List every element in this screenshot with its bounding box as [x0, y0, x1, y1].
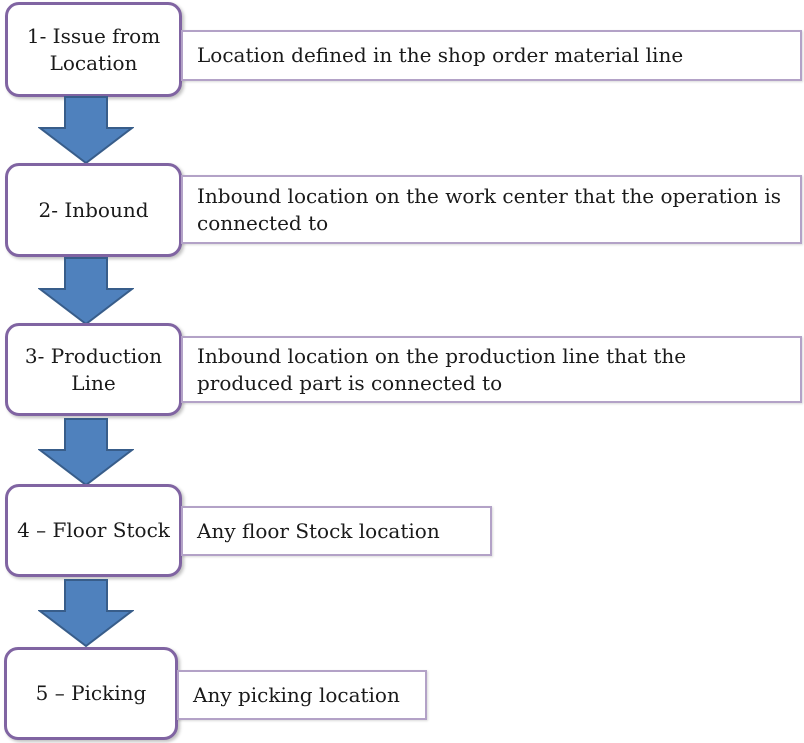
step-4-description-box: Any floor Stock location: [181, 506, 492, 556]
step-2-description-box: Inbound location on the work center that…: [181, 175, 802, 244]
step-3-description-box: Inbound location on the production line …: [181, 336, 802, 403]
step-4-description: Any floor Stock location: [197, 518, 440, 543]
step-3-label: 3- Production Line: [24, 343, 163, 395]
step-5-box: 5 – Picking: [4, 647, 178, 740]
step-4-box: 4 – Floor Stock: [5, 484, 182, 577]
step-3-description: Inbound location on the production line …: [197, 343, 687, 395]
step-2-label: 2- Inbound: [38, 197, 149, 222]
step-5-description-box: Any picking location: [177, 670, 427, 720]
step-4-label: 4 – Floor Stock: [17, 518, 170, 542]
step-5-label: 5 – Picking: [35, 681, 147, 705]
step-1-label: 1- Issue from Location: [26, 23, 161, 75]
down-arrow-icon: [38, 418, 134, 487]
step-1-description-box: Location defined in the shop order mater…: [181, 30, 802, 81]
step-1-description: Location defined in the shop order mater…: [197, 43, 684, 67]
down-arrow-icon: [38, 579, 134, 648]
step-3-box: 3- Production Line: [5, 323, 182, 416]
step-2-box: 2- Inbound: [5, 163, 182, 257]
step-2-description: Inbound location on the work center that…: [197, 183, 782, 235]
step-1-box: 1- Issue from Location: [5, 2, 182, 97]
step-5-description: Any picking location: [193, 682, 400, 707]
down-arrow-icon: [38, 257, 134, 326]
down-arrow-icon: [38, 96, 134, 165]
